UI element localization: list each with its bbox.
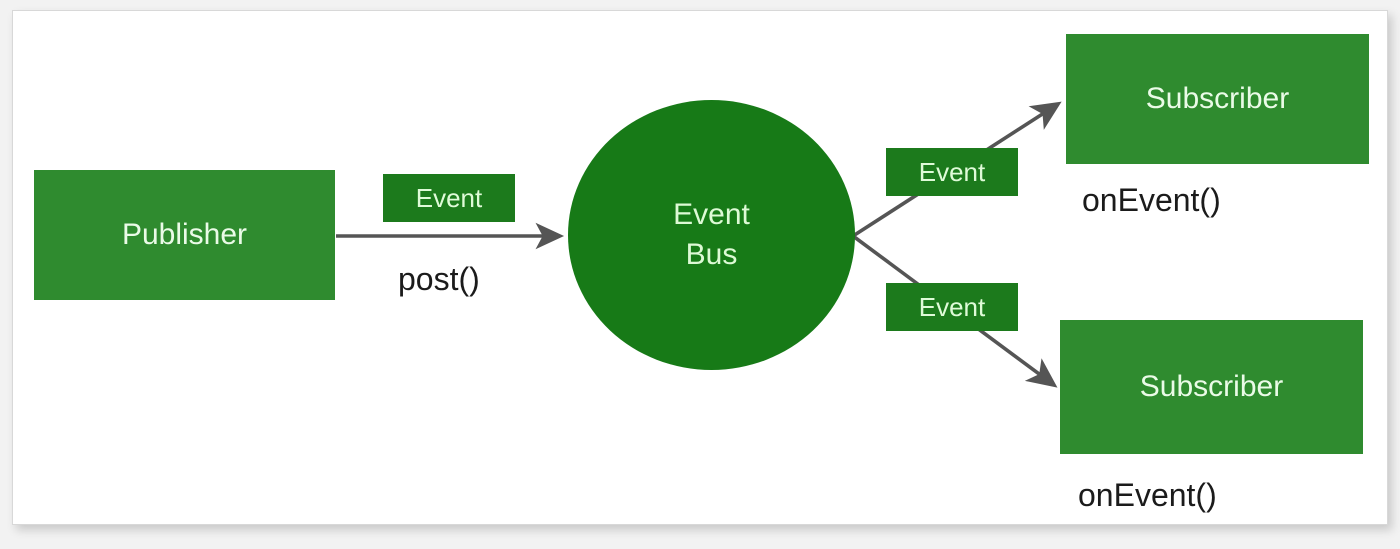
event-chip-bottom-label: Event — [918, 291, 986, 322]
on-event-caption-top: onEvent() — [1082, 182, 1221, 219]
event-bus-node[interactable]: Event Bus — [568, 100, 855, 370]
subscriber-top-label: Subscriber — [1145, 82, 1290, 115]
subscriber-bottom-label: Subscriber — [1139, 370, 1284, 403]
on-event-caption-bottom: onEvent() — [1078, 477, 1217, 514]
event-bus-label-line1: Event — [673, 198, 750, 232]
post-caption: post() — [398, 261, 480, 298]
event-chip-publish-label: Event — [415, 182, 483, 213]
publisher-label: Publisher — [121, 218, 248, 251]
post-caption-label: post() — [398, 261, 480, 297]
event-chip-publish[interactable]: Event — [383, 174, 515, 222]
event-chip-bottom[interactable]: Event — [886, 283, 1018, 331]
event-chip-top-label: Event — [918, 156, 986, 187]
event-bus-label-line2: Bus — [685, 238, 738, 271]
subscriber-bottom-node[interactable]: Subscriber — [1060, 320, 1363, 454]
on-event-caption-top-label: onEvent() — [1082, 182, 1221, 218]
subscriber-top-node[interactable]: Subscriber — [1066, 34, 1369, 164]
publisher-node[interactable]: Publisher — [34, 170, 335, 300]
event-chip-top[interactable]: Event — [886, 148, 1018, 196]
on-event-caption-bottom-label: onEvent() — [1078, 477, 1217, 513]
